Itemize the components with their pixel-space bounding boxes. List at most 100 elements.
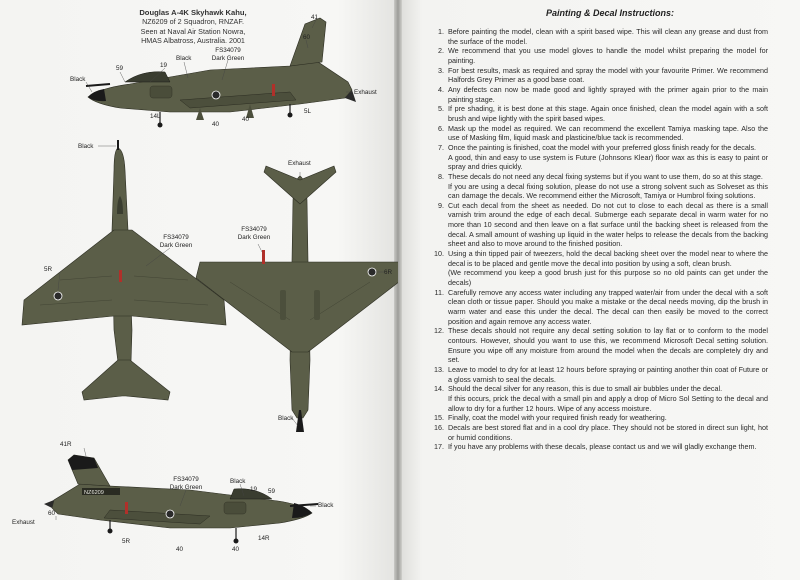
side2-canopy [229,488,273,500]
step-text: If you have any problems with these deca… [448,442,757,452]
side-tail-fin [289,17,327,67]
label-fs34079-top: FS34079 [215,47,241,54]
label-fs34079-bottomview: FS34079 [241,226,267,233]
aircraft-profiles-artwork: NZ6209 [21,17,398,544]
side2-serial: NZ6209 [84,490,104,496]
step-number: 14. [434,384,444,394]
label-dark-green-bottomview: Dark Green [237,234,271,241]
step-number: 5. [438,104,444,114]
step-text: Decals are best stored flat and in a coo… [448,422,768,442]
label-19-bottom: 19 [250,486,258,493]
step-number: 15. [434,413,444,423]
label-exhaust-top: Exhaust [354,89,377,96]
label-dark-green-bottom: Dark Green [169,484,203,491]
step-text: Any defects can now be made good and lig… [448,84,768,104]
instruction-step: 12. These decals should not require any d… [428,326,768,365]
label-41r: 41R [60,441,72,448]
step-text: These decals should not require any deca… [448,326,768,365]
step-text: Carefully remove any access water includ… [448,287,768,326]
step-number: 4. [438,84,444,94]
side-canopy [124,71,171,83]
side2-red-stripe [125,502,128,514]
label-14l: 14L [150,113,161,120]
label-exhaust-bottom: Exhaust [12,519,35,526]
instruction-step: 14. Should the decal silver for any reaso… [428,384,768,394]
side-intake [149,85,173,99]
label-dark-green-top: Dark Green [211,55,245,62]
label-fs34079-topview: FS34079 [163,234,189,241]
side2-nose-black [292,503,312,518]
instruction-step: 11.Carefully remove any access water inc… [428,288,768,327]
label-60-bottom: 60 [48,510,56,517]
instruction-step: 2. We recommend that you use model gloves… [428,46,768,65]
step-text: If pre shading, it is best done at this … [448,104,768,123]
instruction-step: 1.Before painting the model, clean with … [428,27,768,46]
label-black-canopy-bottom: Black [230,478,246,485]
instruction-step: 9. Cut each decal from the sheet as neede… [428,201,768,249]
step-number: 10. [434,249,444,259]
right-page [398,0,800,580]
step-number: 16. [434,422,444,432]
label-5l: 5L [304,108,312,115]
label-black-bottomview: Black [278,415,294,422]
instruction-step: 4. Any defects can now be made good and l… [428,85,768,104]
instruction-step: 10. Using a thin tipped pair of tweezers,… [428,249,768,268]
side-wing [179,91,297,109]
label-black-probe: Black [78,143,94,150]
step-text: We recommend that you use model gloves t… [448,46,768,65]
instruction-step: 5. If pre shading, it is best done at thi… [428,104,768,123]
label-5r-bottom: 5R [122,538,131,545]
instruction-step: 6.Mask up the model as required. We can … [428,124,768,143]
step-number: 13. [434,364,444,374]
aircraft-title: Douglas A-4K Skyhawk Kahu, [139,8,247,17]
step-number: 8. [438,171,444,181]
step-text: Should the decal silver for any reason, … [448,384,723,394]
label-black-nose-bottom: Black [318,502,334,509]
page-gutter [394,0,402,580]
step-text: Once the painting is finished, coat the … [448,142,757,152]
bottom-planform [195,165,398,432]
bottom-wing [195,261,398,353]
side2-wing [103,509,211,525]
label-59-bottom: 59 [268,488,276,495]
step-text: These decals do not need any decal fixin… [448,171,763,181]
step-text: Cut each decal from the sheet as needed.… [448,200,768,249]
instruction-step: 17.If you have any problems with these d… [428,442,768,452]
instruction-step: 7. Once the painting is finished, coat th… [428,143,768,153]
aircraft-subtitle-1: NZ6209 of 2 Squadron, RNZAF. [142,17,244,27]
instruction-step: 15. Finally, coat the model with your req… [428,413,768,423]
bottom-nose-probe [296,410,304,432]
instruction-step: 3.For best results, mask as required and… [428,66,768,85]
step-text: Using a thin tipped pair of tweezers, ho… [448,249,768,268]
side-nose-black [88,89,106,102]
aircraft-subtitle-2: Seen at Naval Air Station Nowra, [140,26,246,36]
step-number: 2. [438,46,444,56]
side-pylon-2 [246,104,254,118]
side-profile-left-facing [85,17,356,128]
side2-serial-panel [82,488,120,495]
aircraft-subtitle-3: HMAS Albatross, Australia. 2001 [141,36,245,46]
step-text: Leave to model to dry for at least 12 ho… [448,364,768,384]
label-black-canopy: Black [176,55,192,62]
step-text: Finally, coat the model with your requir… [448,413,667,423]
step-extra-paragraph: (We recommend you keep a good brush just… [448,268,768,288]
side-refuel-probe [85,83,111,87]
step-number: 12. [434,326,444,336]
label-60: 60 [303,34,311,41]
bottom-tailplane [263,165,337,205]
label-5r-topview: 5R [44,266,53,273]
instructions-title: Painting & Decal Instructions: [545,8,675,18]
step-extra-paragraph: A good, thin and easy to use system is F… [448,152,768,172]
top-tailplane [81,359,171,401]
label-59: 59 [116,65,124,72]
label-6r: 6R [384,269,393,276]
step-extra-paragraph: If you are using a decal fixing solution… [448,181,768,201]
label-40b: 40 [242,116,250,123]
side2-intake [223,501,247,515]
step-text: Before painting the model, clean with a … [448,27,768,46]
instruction-step: 13. Leave to model to dry for at least 12… [428,365,768,384]
step-number: 6. [438,123,444,133]
step-number: 7. [438,142,444,152]
step-number: 9. [438,200,444,210]
